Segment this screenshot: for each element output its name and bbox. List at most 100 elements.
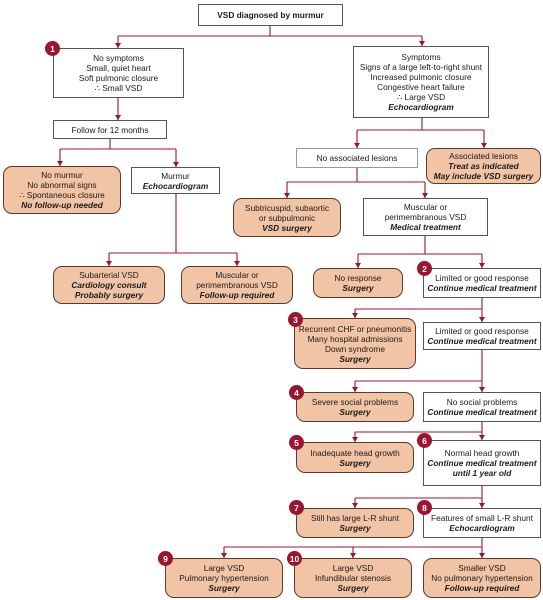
muscular-fu-line: perimembranous VSD	[196, 280, 278, 290]
arrowhead	[479, 387, 485, 392]
normal-head-continue: Continue medical treatment	[427, 458, 537, 468]
follow-box: Follow for 12 months	[53, 120, 167, 139]
no-murmur-line: ∴ Spontaneous closure	[19, 190, 105, 200]
no-murmur-box: No murmur No abnormal signs ∴ Spontaneou…	[3, 166, 121, 214]
large-inf-surgery: Surgery	[337, 583, 369, 593]
inadequate-line: Inadequate head growth	[310, 447, 400, 458]
arrowhead	[352, 313, 358, 318]
arrowhead	[173, 162, 179, 167]
limited1-continue: Continue medical treatment	[427, 283, 537, 293]
severe-surgery: Surgery	[339, 407, 371, 417]
arrowhead	[479, 503, 485, 508]
arrowhead	[481, 143, 487, 148]
no-symptoms-line: No symptoms	[93, 53, 144, 63]
step-badge-6: 6	[417, 433, 432, 448]
symptoms-line: Symptoms	[401, 52, 441, 62]
no-murmur-line: No abnormal signs	[27, 180, 97, 190]
recurrent-line: Many hospital admissions	[307, 333, 403, 344]
large-inf-line: Large VSD	[332, 563, 374, 573]
no-murmur-followup: No follow-up needed	[21, 200, 103, 210]
subarterial-box: Subarterial VSD Cardiology consult Proba…	[53, 266, 165, 304]
arrowhead	[115, 115, 121, 120]
features-small-echo: Echocardiogram	[449, 523, 515, 533]
no-assoc-label: No associated lesions	[316, 153, 398, 163]
assoc-box: Associated lesions Treat as indicated Ma…	[426, 148, 541, 184]
arrowhead	[234, 261, 240, 266]
symptoms-echo: Echocardiogram	[388, 102, 454, 112]
muscular-med-box: Muscular or perimembranous VSD Medical t…	[363, 198, 488, 236]
large-ph-line: Large VSD	[203, 563, 245, 573]
murmur-box: Murmur Echocardiogram	[131, 167, 220, 194]
large-inf-box: Large VSD Infundibular stenosis Surgery	[294, 558, 412, 598]
no-symptoms-line: ∴ Small VSD	[94, 83, 143, 93]
recurrent-line: Recurrent CHF or pneumonitis	[298, 323, 412, 334]
smaller-line: Smaller VSD	[458, 563, 506, 573]
limited2-box: Limited or good response Continue medica…	[423, 322, 541, 350]
normal-head-box: Normal head growth Continue medical trea…	[423, 440, 541, 486]
muscular-med-line: perimembranous VSD	[384, 212, 467, 222]
limited1-line: Limited or good response	[435, 273, 529, 283]
no-symptoms-box: No symptoms Small, quiet heart Soft pulm…	[53, 48, 184, 98]
large-ph-line: Pulmonary hypertension	[179, 573, 269, 583]
muscular-fu-line: Muscular or	[215, 270, 259, 280]
no-symptoms-line: Small, quiet heart	[86, 63, 151, 73]
severe-line: Severe social problems	[311, 397, 399, 407]
subtricuspid-line: or subpulmonic	[258, 212, 316, 223]
arrowhead	[221, 553, 227, 558]
subtricuspid-line: Subtricuspid, subaortic	[245, 202, 329, 213]
recurrent-line: Down syndrome	[325, 343, 385, 354]
arrowhead	[479, 317, 485, 322]
no-murmur-line: No murmur	[41, 170, 83, 180]
muscular-fu-box: Muscular or perimembranous VSD Follow-up…	[181, 266, 293, 304]
arrowhead	[419, 41, 425, 46]
recurrent-box: Recurrent CHF or pneumonitis Many hospit…	[294, 318, 416, 369]
symptoms-line: ∴ Large VSD	[396, 92, 446, 102]
arrowhead	[352, 437, 358, 442]
inadequate-box: Inadequate head growth Surgery	[296, 442, 414, 473]
still-large-surgery: Surgery	[339, 523, 371, 533]
no-social-continue: Continue medical treatment	[427, 407, 537, 417]
step-badge-4: 4	[289, 385, 304, 400]
muscular-med-line: Muscular or	[403, 202, 448, 212]
symptoms-line: Signs of a large left-to-right shunt	[359, 62, 483, 72]
subtricuspid-surgery: VSD surgery	[262, 222, 312, 233]
murmur-echo: Echocardiogram	[142, 180, 209, 191]
features-small-line: Features of small L-R shunt	[431, 513, 533, 523]
arrowhead	[354, 143, 360, 148]
assoc-line: Associated lesions	[449, 151, 518, 161]
large-inf-line: Infundibular stenosis	[314, 573, 392, 583]
no-response-surgery: Surgery	[342, 283, 374, 293]
step-badge-1: 1	[45, 41, 60, 56]
subarterial-surgery: Probably surgery	[74, 290, 144, 300]
arrowhead	[350, 553, 356, 558]
no-response-box: No response Surgery	[313, 268, 403, 298]
root-label: VSD diagnosed by murmur	[217, 10, 324, 20]
arrowhead	[355, 263, 361, 268]
smaller-box: Smaller VSD No pulmonary hypertension Fo…	[423, 558, 541, 598]
muscular-fu-required: Follow-up required	[199, 290, 275, 300]
arrowhead	[422, 193, 428, 198]
arrowhead	[57, 161, 63, 166]
still-large-line: Still has large L-R shunt	[310, 513, 400, 523]
follow-label: Follow for 12 months	[71, 124, 149, 135]
arrowhead	[479, 553, 485, 558]
arrowhead	[106, 261, 112, 266]
symptoms-line: Congestive heart failure	[377, 82, 465, 92]
step-badge-10: 10	[287, 551, 302, 566]
smaller-line: No pulmonary hypertension	[431, 573, 533, 583]
step-badge-9: 9	[158, 551, 173, 566]
no-social-box: No social problems Continue medical trea…	[423, 392, 541, 422]
arrowhead	[352, 503, 358, 508]
step-badge-2: 2	[417, 261, 432, 276]
no-response-line: No response	[334, 273, 382, 283]
normal-head-line: Normal head growth	[444, 448, 520, 458]
recurrent-surgery: Surgery	[339, 353, 371, 364]
murmur-line: Murmur	[161, 170, 190, 181]
symptoms-box: Symptoms Signs of a large left-to-right …	[353, 46, 489, 118]
no-assoc-box: No associated lesions	[296, 148, 418, 168]
no-symptoms-line: Soft pulmonic closure	[78, 73, 159, 83]
no-social-line: No social problems	[446, 397, 518, 407]
symptoms-line: Increased pulmonic closure	[370, 72, 472, 82]
